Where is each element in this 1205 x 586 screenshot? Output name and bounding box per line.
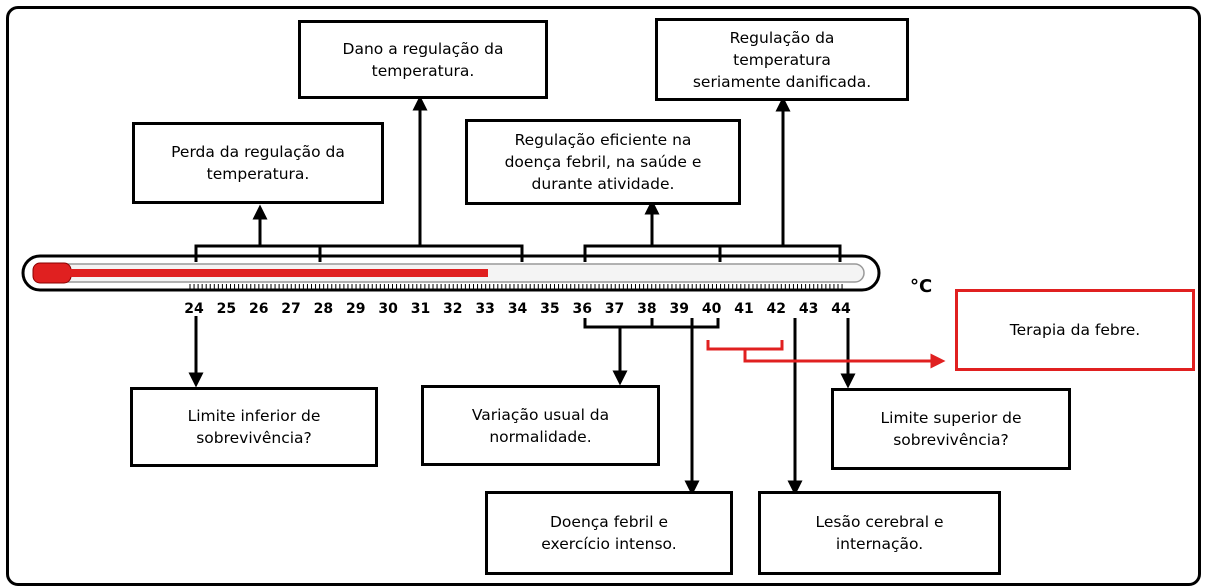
scale-label-39: 39 [670,301,689,317]
mercury-column [68,269,488,277]
scale-label-28: 28 [314,301,333,317]
scale-label-33: 33 [475,301,494,317]
scale-label-31: 31 [411,301,430,317]
scale-label-32: 32 [443,301,462,317]
thermometer [21,254,881,292]
box-perda-regulacao: Perda da regulação da temperatura. [132,122,384,204]
box-lesao-cerebral: Lesão cerebral e internação. [758,491,1001,575]
scale-label-40: 40 [702,301,722,317]
box-terapia-febre: Terapia da febre. [955,289,1195,371]
scale-label-42: 42 [767,301,786,317]
box-doenca-febril: Doença febril e exercício intenso. [485,491,733,575]
scale-label-27: 27 [281,301,300,317]
box-regulacao-eficiente: Regulação eficiente na doença febril, na… [465,119,741,205]
scale-label-30: 30 [378,301,398,317]
box-variacao-usual: Variação usual da normalidade. [421,385,660,466]
box-limite-superior: Limite superior de sobrevivência? [831,388,1071,470]
scale-label-34: 34 [508,301,528,317]
mercury-bulb [32,262,72,284]
scale-label-36: 36 [572,301,591,317]
scale-label-38: 38 [637,301,656,317]
scale-label-25: 25 [217,301,236,317]
scale-label-41: 41 [734,301,753,317]
box-dano-regulacao: Dano a regulação da temperatura. [298,20,548,99]
scale-label-24: 24 [184,301,204,317]
unit-label: °C [910,276,932,297]
scale-labels: 24 25 26 27 28 29 30 31 32 33 34 35 36 37 38 39 40 41 42 43… [184,301,851,317]
fever-therapy-bracket [706,340,946,369]
scale-label-44: 44 [831,301,851,317]
box-regulacao-danificada: Regulação da temperatura seriamente dani… [655,18,909,101]
top-brackets [194,95,842,262]
bottom-brackets [188,316,856,496]
box-limite-inferior: Limite inferior de sobrevivência? [130,387,378,467]
scale-label-26: 26 [249,301,268,317]
scale-label-43: 43 [799,301,818,317]
scale-label-29: 29 [346,301,365,317]
scale-label-35: 35 [540,301,559,317]
minor-ticks [189,284,843,289]
scale-label-37: 37 [605,301,624,317]
